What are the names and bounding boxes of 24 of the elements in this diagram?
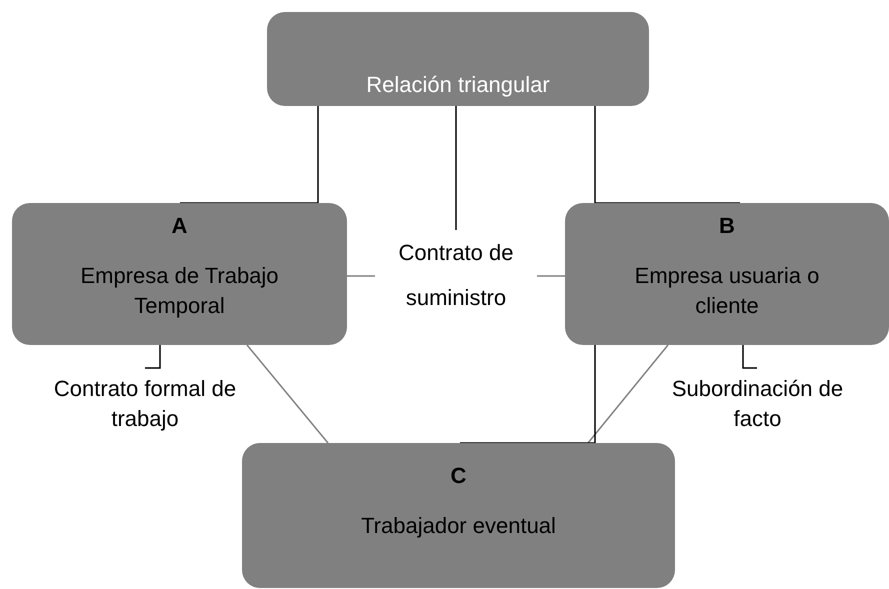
text-label: Contrato formal de trabajo — [35, 368, 255, 440]
text-label: Subordinación de facto — [655, 368, 860, 440]
box-label: Empresa de Trabajo Temporal — [79, 262, 280, 320]
connector-line — [460, 345, 596, 444]
connector-line — [594, 106, 740, 204]
connector-line — [455, 106, 457, 230]
rounded-box — [12, 203, 347, 345]
box-letter: A — [172, 213, 188, 239]
rounded-box — [267, 12, 649, 106]
box-letter: B — [719, 213, 735, 239]
text-label: Contrato de suministro — [375, 230, 537, 320]
rounded-box — [242, 443, 675, 588]
box-label: Relación triangular — [366, 71, 550, 99]
connector-line — [347, 275, 375, 277]
connector-line — [180, 106, 319, 204]
connector-line — [587, 344, 669, 444]
box-label: Trabajador eventual — [361, 512, 556, 540]
rounded-box — [565, 203, 889, 345]
leader-line — [742, 345, 757, 369]
connector-line — [246, 344, 329, 444]
box-label: Empresa usuaria o cliente — [634, 262, 820, 320]
connector-line — [537, 275, 565, 277]
leader-line — [145, 345, 161, 369]
box-letter: C — [450, 463, 466, 489]
